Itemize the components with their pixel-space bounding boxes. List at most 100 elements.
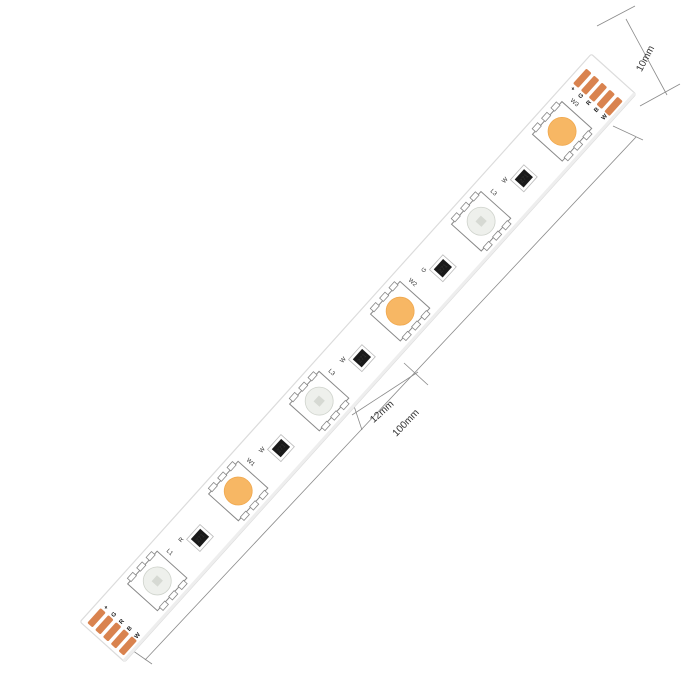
led-terminal: [420, 309, 431, 321]
led-terminal: [145, 550, 156, 562]
rgb-die: [151, 575, 163, 587]
pin-label: G: [578, 92, 586, 100]
pin-label: +: [570, 86, 577, 93]
rgb-led: L3: [450, 189, 512, 252]
resistor: 271 W: [259, 434, 295, 463]
led-terminal: [388, 281, 399, 292]
solder-pad: [87, 608, 106, 627]
pin-label: B: [593, 106, 601, 114]
led-terminal: [460, 201, 471, 213]
resistor: 271 G: [421, 254, 457, 283]
resistor-label: W: [339, 356, 347, 364]
led-terminal: [401, 330, 412, 342]
led-terminal: [158, 600, 169, 611]
led-terminal: [177, 579, 188, 591]
led-label: W1: [245, 458, 256, 469]
led-terminal: [572, 140, 584, 151]
resistor-code: 271: [195, 532, 207, 544]
led-terminal: [239, 510, 250, 522]
warm-white-led: W3: [531, 98, 593, 162]
led-terminal: [450, 212, 461, 223]
led-terminal: [126, 571, 138, 583]
led-terminal: [136, 561, 147, 572]
warm-white-led: W1: [207, 458, 269, 522]
led-terminal: [531, 122, 542, 133]
led-terminal: [320, 420, 331, 432]
width-extension-line-bottom: [639, 83, 681, 107]
solder-pad: [589, 83, 607, 102]
led-terminal: [307, 371, 318, 382]
led-terminal: [226, 461, 237, 472]
led-label: W2: [407, 278, 418, 289]
solder-pad: [103, 622, 121, 641]
solder-pad: [581, 76, 599, 95]
led-lens: [547, 116, 577, 146]
led-terminal: [482, 240, 493, 252]
led-terminal: [339, 399, 350, 411]
pin-label: W: [134, 632, 142, 640]
led-terminal: [541, 111, 552, 123]
rgb-led: L3: [288, 368, 350, 432]
solder-pad: [95, 615, 114, 634]
led-terminal: [582, 130, 593, 141]
solder-pad: [604, 97, 623, 116]
led-lens: [223, 476, 253, 506]
led-terminal: [298, 381, 309, 392]
led-label: W3: [569, 98, 580, 109]
resistor-code: 271: [357, 353, 369, 365]
led-label: L3: [327, 368, 336, 377]
resistor-body: [190, 528, 210, 548]
rgb-die: [475, 215, 487, 227]
pitch-dimension-line: [351, 371, 419, 416]
pin-label: R: [119, 618, 127, 626]
led-terminal: [369, 301, 380, 313]
pin-label: W: [601, 113, 609, 121]
led-terminal: [563, 150, 574, 162]
resistor-body: [352, 348, 372, 368]
resistor-label: W: [501, 176, 509, 184]
pitch-dimension-label: 12mm: [368, 399, 396, 426]
led-terminal: [379, 291, 390, 303]
led-terminal: [550, 101, 561, 112]
solder-pad: [111, 629, 129, 648]
led-terminal: [249, 500, 260, 511]
warm-white-led: W2: [369, 278, 431, 342]
rgb-led: L1: [126, 548, 188, 612]
pin-label: G: [111, 611, 119, 619]
led-terminal: [491, 230, 503, 241]
led-terminal: [330, 410, 341, 421]
length-dimension-label: 100mm: [391, 407, 422, 439]
led-terminal: [411, 320, 422, 331]
solder-pad: [597, 90, 615, 109]
width-dimension-label: 10mm: [634, 44, 657, 74]
resistor-code: 271: [438, 263, 450, 275]
width-dimension-line: [625, 18, 668, 96]
led-terminal: [501, 220, 512, 231]
led-label: L1: [165, 548, 174, 557]
led-label: L3: [489, 189, 498, 198]
pin-label: B: [126, 625, 134, 633]
resistor-label: W: [259, 446, 267, 454]
led-terminal: [258, 489, 269, 501]
resistor-label: G: [421, 267, 429, 275]
led-terminal: [217, 471, 228, 482]
strip-shadow: [122, 92, 636, 662]
resistor-body: [271, 438, 291, 458]
solder-pad: [119, 636, 137, 656]
pitch-extension-line-right: [403, 362, 429, 386]
rgb-die: [313, 395, 325, 407]
resistor-code: 271: [276, 443, 288, 455]
led-terminal: [288, 391, 299, 403]
resistor: 271 W: [339, 344, 376, 373]
led-terminal: [168, 590, 179, 601]
resistor-code: 271: [519, 173, 531, 185]
length-extension-line-top: [612, 125, 644, 141]
led-lens: [385, 296, 415, 326]
resistor: 271 W: [501, 164, 538, 193]
